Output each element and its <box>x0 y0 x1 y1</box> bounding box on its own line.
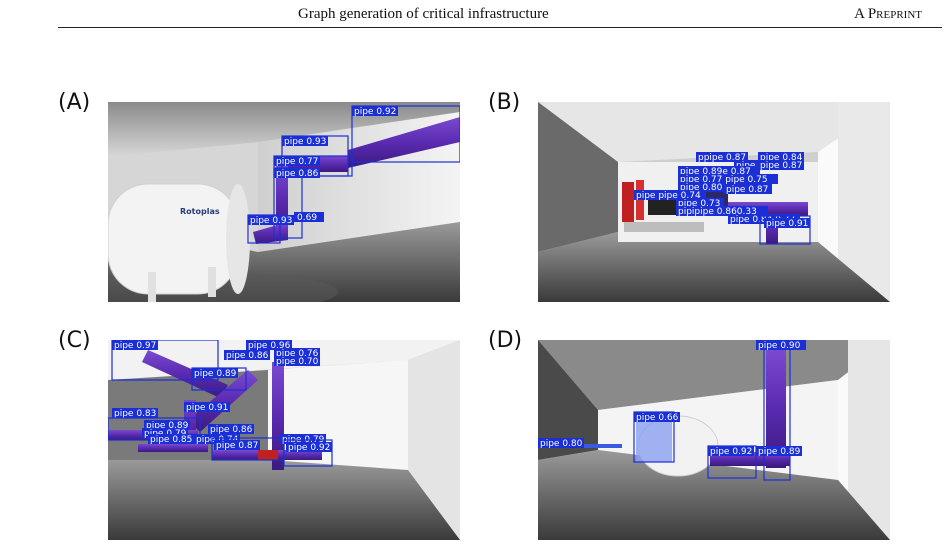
detection-label: pipe 0.80 <box>680 183 723 193</box>
detection-label: pipe 0.86 <box>276 169 319 179</box>
detection-label: ppipe 0.87 <box>698 153 746 163</box>
detection-label: pipe 0.89 <box>194 369 237 379</box>
detection-label: pipe 0.87 <box>726 185 768 195</box>
detection-label: pipe 0.77 pipe 0.75 <box>680 175 768 185</box>
detection-label: pipe 0.84 0.77 <box>730 215 795 225</box>
tank-brand-text: Rotoplas <box>180 207 220 216</box>
panel-c-label: (C) <box>58 328 91 353</box>
detection-label: pipipipe 0.860.33 <box>678 207 757 217</box>
detection-label: pipe 0.86 <box>226 351 269 361</box>
detection-label: pipe 0.66 <box>636 413 679 423</box>
detection-label: pipe 0.93 <box>284 137 326 147</box>
detection-label: pipe 0.92 <box>710 447 752 457</box>
detection-label: pipe 0.85 <box>150 435 192 445</box>
detection-label: pipe 0.87 <box>760 161 802 171</box>
running-head: Graph generation of critical infrastruct… <box>0 0 948 22</box>
detection-label: pipe 0.91 <box>766 219 808 229</box>
panel-c-image: pipe 0.97 pipe 0.96 pipe 0.86 pipe 0.76 … <box>108 340 460 540</box>
detection-label: pipe 0.87 <box>216 441 258 451</box>
detection-label: pipe 0.92 <box>354 107 396 117</box>
panel-b-image: ppipe 0.87 pipe 0.84 pipe 0.89 pipe 0.87… <box>538 102 890 302</box>
header-rule <box>58 27 942 28</box>
detection-label: pipe 0.83 <box>114 409 156 419</box>
detection-label: pipe 0.92 <box>288 443 330 453</box>
detection-label: pipe 0.80 <box>540 439 583 449</box>
panel-d-image: pipe 0.90 pipe 0.66 pipe 0.80 pipe 0.92 … <box>538 340 890 540</box>
detection-label: pipe pipe 0.74 <box>636 191 701 201</box>
panel-b-label: (B) <box>488 90 521 115</box>
panel-a-label: (A) <box>58 90 91 115</box>
detection-label: pipe 0.76 <box>276 349 319 359</box>
detection-label: 0.69 <box>297 213 317 223</box>
detection-label: pipe 0.89 <box>146 421 189 431</box>
running-head-title: Graph generation of critical infrastruct… <box>298 6 549 22</box>
running-head-preprint: A Preprint <box>854 6 922 22</box>
detection-label: pipe 0.86 <box>210 425 253 435</box>
detection-label: pipe 0.77 <box>276 157 318 167</box>
detection-label: pipe 0.70 <box>276 357 319 367</box>
detection-label: pipe 0.73 <box>678 199 720 209</box>
detection-label: pipe 0.90 <box>758 341 801 351</box>
detection-label: pipe 0.93 <box>250 216 292 226</box>
detection-label: pipe 0.91 <box>186 403 228 413</box>
panel-d-label: (D) <box>488 328 523 353</box>
detection-label: pipe 0.96 <box>248 341 291 351</box>
detection-label: pipe 0.89 <box>758 447 801 457</box>
detection-label: pipe 0.97 <box>114 341 156 351</box>
panel-a-image: Rotoplas pipe 0.92 pipe 0.93 pipe 0.77 p… <box>108 102 460 302</box>
detection-label: pipe 0.89e 0.87 <box>680 167 751 177</box>
detection-label: pipe 0.84 <box>760 153 803 163</box>
